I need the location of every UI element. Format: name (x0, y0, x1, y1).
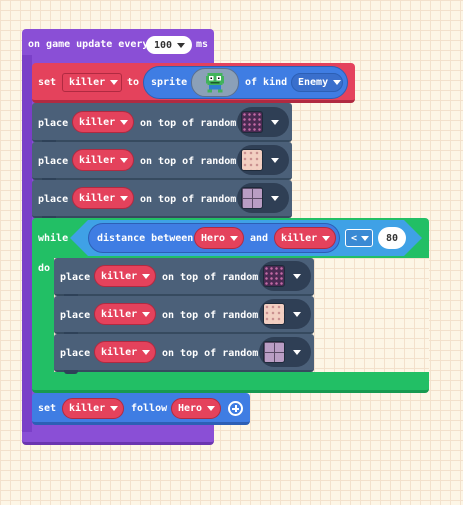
tile-picker-dotted[interactable] (259, 261, 311, 291)
chevron-down-icon (361, 235, 370, 241)
place-label: place (60, 272, 91, 283)
add-parameter-plus-icon[interactable] (228, 401, 243, 416)
follow-label: follow (131, 403, 168, 414)
variable-name: killer (79, 116, 116, 128)
on-top-of-random-label: on top of random (140, 194, 237, 205)
place-label: place (60, 348, 91, 359)
variable-dropdown-killer[interactable]: killer (62, 73, 122, 92)
chevron-down-icon (293, 349, 301, 355)
chevron-down-icon (110, 80, 119, 85)
chevron-down-icon (271, 119, 279, 125)
interval-value: 100 (154, 39, 173, 51)
sprite-name: Hero (201, 232, 226, 244)
interval-dropdown[interactable]: 100 (146, 36, 192, 54)
variable-name: killer (101, 270, 138, 282)
chevron-down-icon (271, 195, 279, 201)
variable-dropdown-killer[interactable]: killer (94, 303, 156, 325)
on-top-of-random-label: on top of random (162, 310, 259, 321)
chevron-down-icon (207, 406, 216, 411)
chevron-down-icon (293, 311, 301, 317)
chevron-down-icon (177, 42, 186, 48)
brick-tile-icon (263, 341, 285, 363)
of-kind-label: of kind (245, 77, 288, 88)
on-top-of-random-label: on top of random (162, 348, 259, 359)
kind-value: Enemy (298, 77, 329, 88)
operator-dropdown[interactable]: < (345, 229, 373, 247)
variable-dropdown-killer[interactable]: killer (94, 265, 156, 287)
chevron-down-icon (120, 157, 129, 163)
chevron-down-icon (230, 235, 239, 241)
chevron-down-icon (110, 406, 119, 411)
variable-name: killer (69, 77, 106, 88)
to-label: to (127, 77, 140, 88)
place-label: place (60, 310, 91, 321)
variable-dropdown-killer[interactable]: killer (94, 341, 156, 363)
variable-dropdown-killer[interactable]: killer (72, 149, 134, 171)
threshold-value: 80 (385, 232, 399, 244)
and-label: and (250, 233, 269, 244)
tile-picker-speckled[interactable] (237, 145, 289, 175)
threshold-input[interactable]: 80 (378, 227, 406, 249)
on-top-of-random-label: on top of random (140, 156, 237, 167)
dotted-tile-icon (263, 265, 285, 287)
set-label: set (38, 77, 57, 88)
operator-value: < (351, 232, 358, 244)
sprite-dropdown-killer[interactable]: killer (274, 227, 336, 249)
tile-picker-speckled[interactable] (259, 299, 311, 329)
unit-label: ms (196, 39, 209, 50)
connector-notch (64, 370, 78, 374)
on-top-of-random-label: on top of random (162, 272, 259, 283)
on-game-update-label: on game update every (28, 39, 149, 50)
chevron-down-icon (333, 80, 342, 85)
chevron-down-icon (142, 273, 151, 279)
distance-between-label: distance between (97, 233, 194, 244)
chevron-down-icon (142, 349, 151, 355)
place-label: place (38, 156, 69, 167)
variable-name: killer (101, 308, 138, 320)
variable-name: killer (69, 403, 106, 414)
kind-dropdown-enemy[interactable]: Enemy (291, 73, 343, 92)
variable-name: killer (79, 192, 116, 204)
sprite-name: Hero (178, 403, 203, 414)
on-top-of-random-label: on top of random (140, 118, 237, 129)
place-label: place (38, 194, 69, 205)
variable-dropdown-killer[interactable]: killer (72, 111, 134, 133)
place-label: place (38, 118, 69, 129)
plus-vertical (234, 405, 237, 412)
sprite-name: killer (281, 232, 318, 244)
sprite-dropdown-hero[interactable]: Hero (171, 398, 221, 419)
tile-picker-brick[interactable] (259, 337, 311, 367)
dotted-tile-icon (241, 111, 263, 133)
do-label: do (38, 263, 51, 274)
tile-picker-dotted[interactable] (237, 107, 289, 137)
on-game-update-block-body (22, 55, 32, 432)
speckled-tile-icon (263, 303, 285, 325)
chevron-down-icon (120, 119, 129, 125)
green-monster-sprite-icon (206, 73, 224, 93)
variable-dropdown-killer[interactable]: killer (62, 398, 124, 419)
set-label: set (38, 403, 57, 414)
chevron-down-icon (120, 195, 129, 201)
tile-picker-brick[interactable] (237, 183, 289, 213)
chevron-down-icon (271, 157, 279, 163)
variable-name: killer (79, 154, 116, 166)
while-label: while (38, 233, 69, 244)
chevron-down-icon (322, 235, 331, 241)
speckled-tile-icon (241, 149, 263, 171)
sprite-dropdown-hero[interactable]: Hero (194, 227, 244, 249)
brick-tile-icon (241, 187, 263, 209)
variable-name: killer (101, 346, 138, 358)
variable-dropdown-killer[interactable]: killer (72, 187, 134, 209)
sprite-label: sprite (151, 77, 188, 88)
chevron-down-icon (142, 311, 151, 317)
chevron-down-icon (293, 273, 301, 279)
